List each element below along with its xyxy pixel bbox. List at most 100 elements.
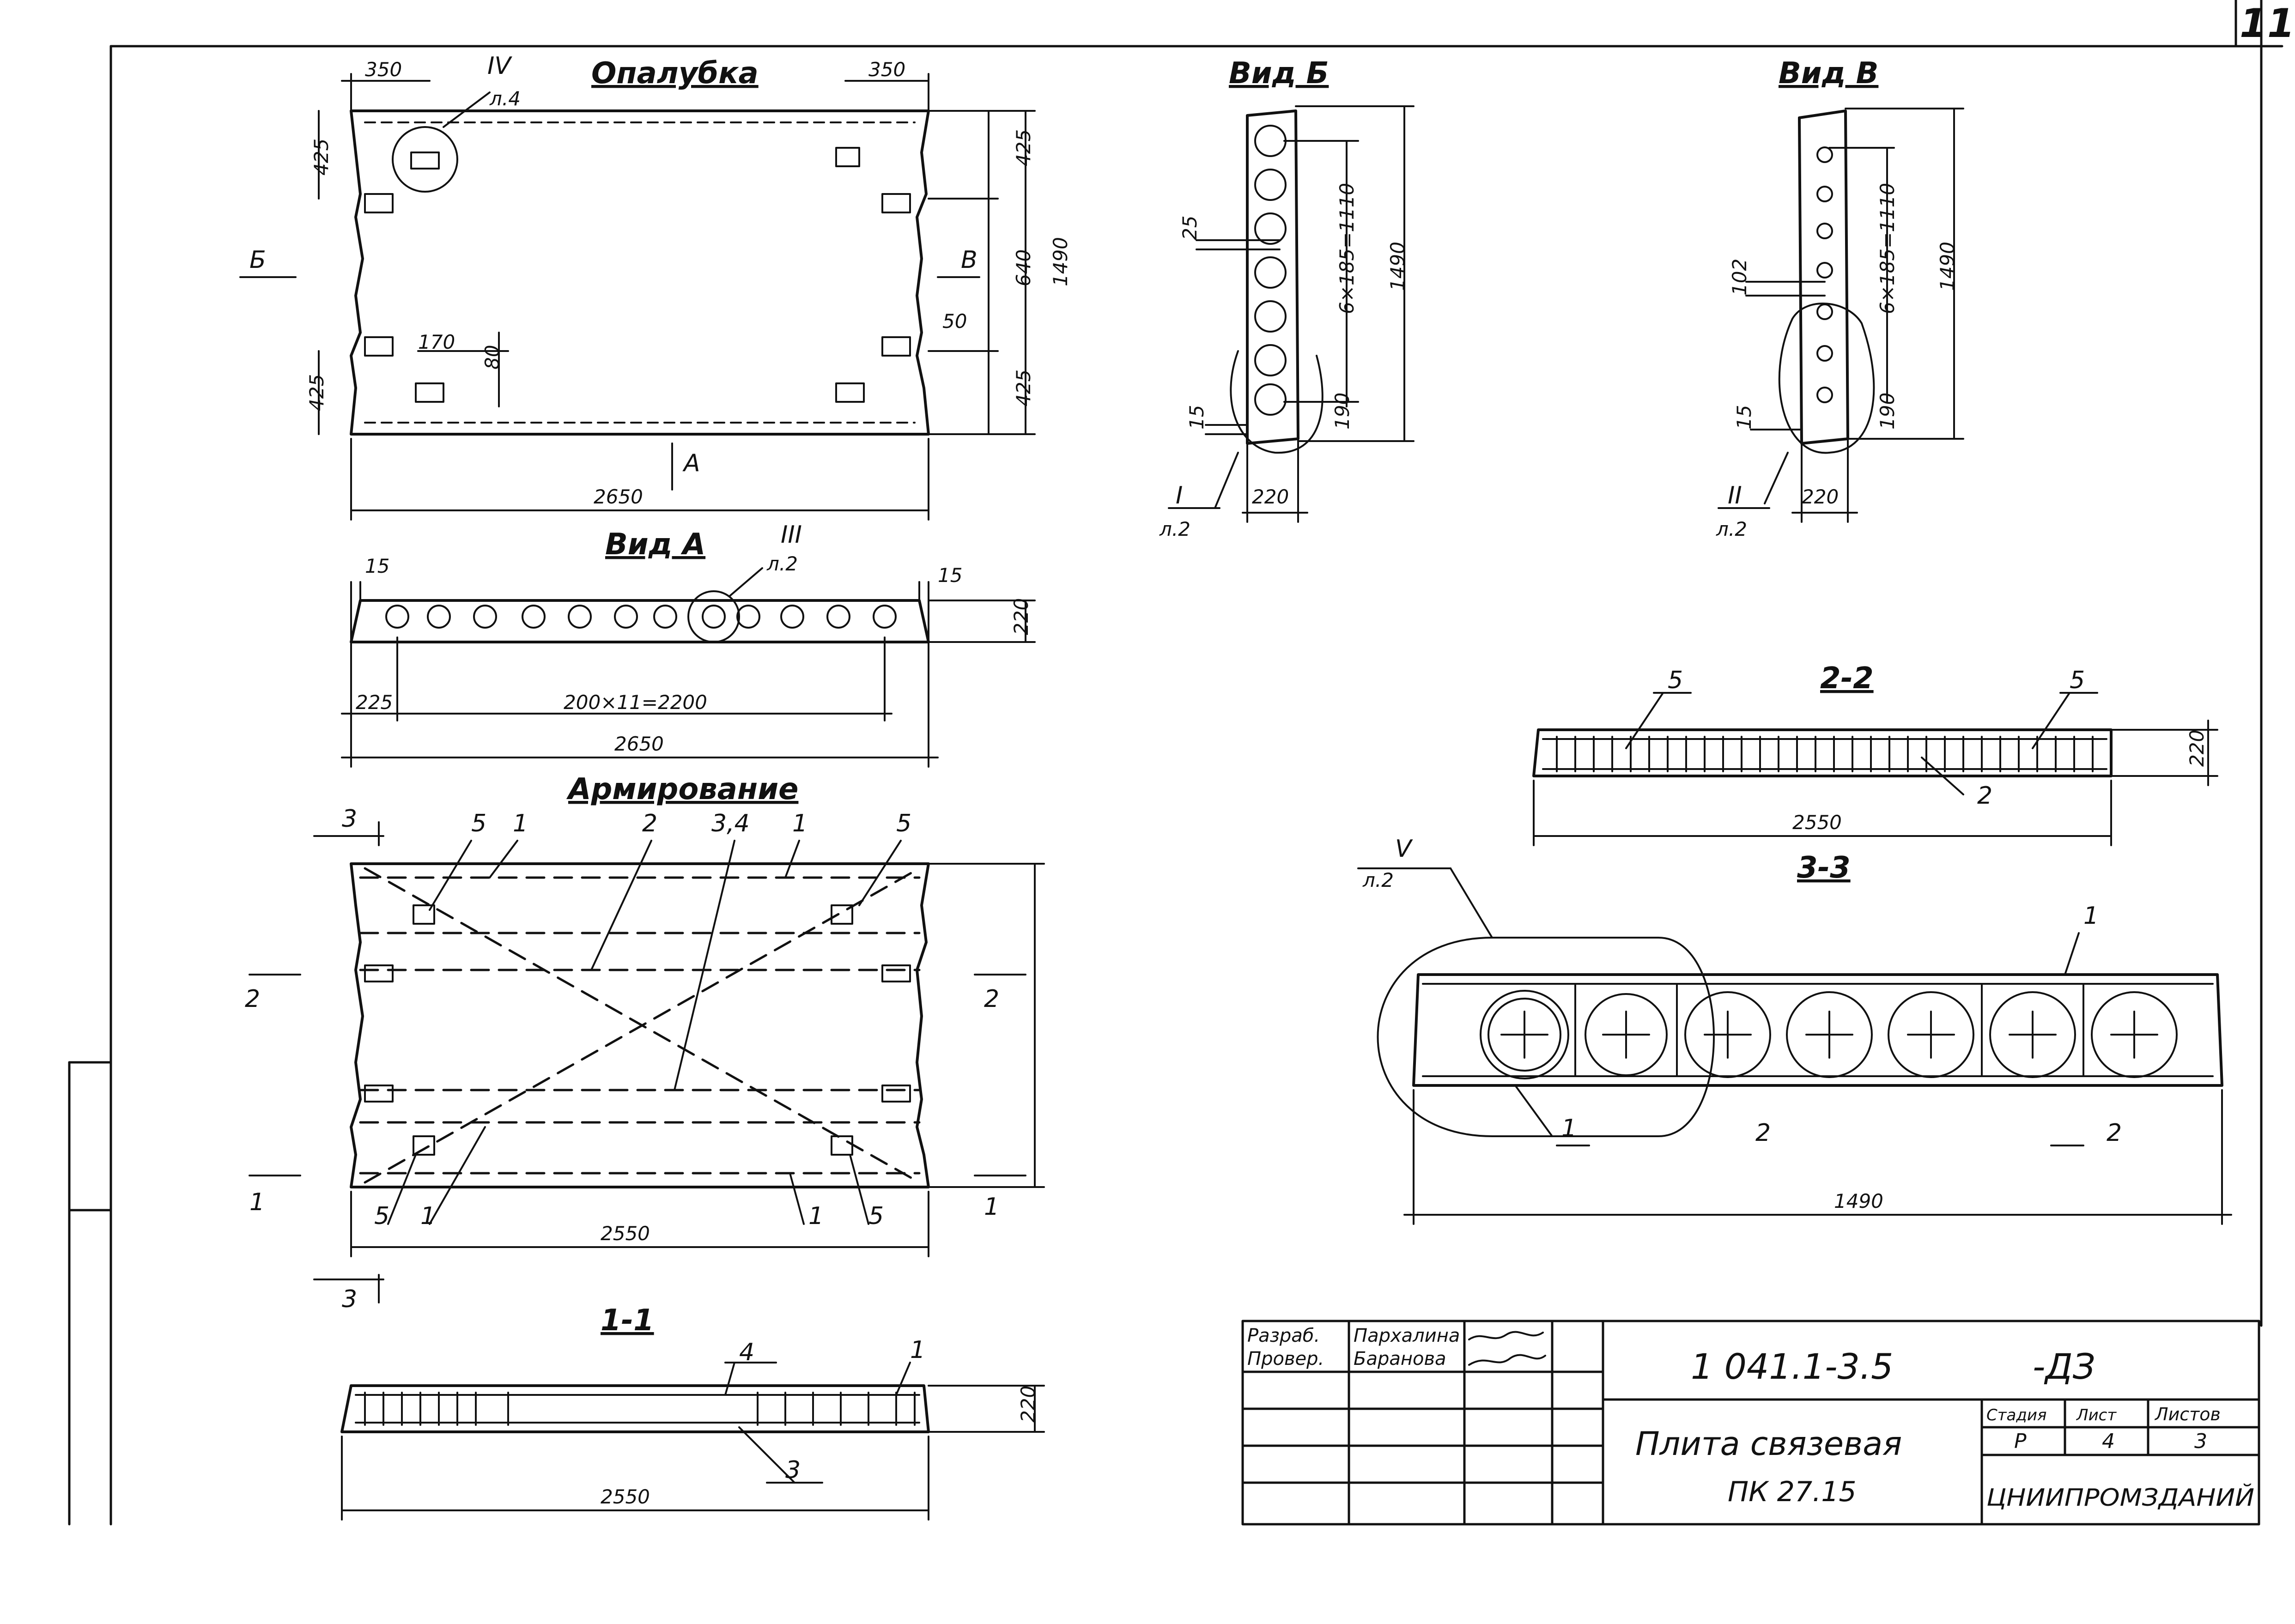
stage-value: Р [2014,1430,2027,1453]
dim-left-top: 425 [310,139,333,176]
rebar-label-2: 1 [513,810,528,837]
sheet-value: 4 [2102,1430,2115,1453]
section-1-1: 1-1 4 1 3 [340,1303,1045,1521]
product-title: Плита связевая [1635,1425,1902,1463]
view-a-edge-right: 15 [938,564,962,587]
dim-right-bottom: 425 [1012,370,1035,406]
view-v-width: 220 [1802,485,1839,508]
view-v-total: 1490 [1936,242,1959,291]
document-code: 1 041.1-3.5 [1691,1346,1893,1387]
product-mark: ПК 27.15 [1728,1476,1857,1508]
view-a-width: 2650 [614,733,664,755]
rebar-label-1: 5 [471,810,486,837]
rebar-label-6: 5 [896,810,911,837]
document-suffix: -ДЗ [2033,1346,2095,1387]
view-b-title: Вид Б [1229,56,1329,91]
view-a-title: Вид А [605,527,705,562]
signature-1 [1468,1331,1544,1340]
formwork-callout: IV [487,52,512,80]
view-v-dim-a: 102 [1728,259,1751,296]
signature-2 [1468,1354,1546,1366]
sheets-value: 3 [2194,1430,2207,1453]
view-a-pitch: 200×11=2200 [564,691,707,714]
section-3-3-label-2-right: 2 [2107,1119,2122,1147]
reinforcement-plan: Армирование [245,772,1045,1313]
view-b: Вид Б 25 6×185=1110 1 [1159,56,1415,540]
view-v-pitch: 6×185=1110 [1876,183,1899,314]
view-marker-v: В [961,246,978,274]
reinforcement-title: Армирование [566,772,798,806]
section-1-1-label-1: 1 [910,1336,925,1364]
view-b-total: 1490 [1386,242,1409,291]
section-1-1-label-3: 3 [785,1456,801,1484]
view-a-edge-left: 15 [365,555,389,577]
sheet-number: 11 [2240,0,2295,47]
dim-gap: 50 [942,310,967,333]
dim-formwork-width: 2650 [594,485,643,508]
section-1-1-label-4: 4 [739,1339,754,1366]
view-b-callout-sheet: л.2 [1159,518,1190,540]
formwork-callout-sheet: л.4 [489,87,521,110]
section-1-1-width: 2550 [601,1485,650,1508]
section-marker-3-top: 3 [342,805,357,833]
dim-right-total: 1490 [1049,237,1072,286]
view-v-title: Вид В [1779,56,1878,91]
view-a-offset: 225 [356,691,393,714]
view-v-callout: II [1728,482,1742,509]
view-b-dim-b: 15 [1185,405,1208,430]
section-3-3: 3-3 [1357,835,2232,1225]
view-b-pitch: 6×185=1110 [1336,183,1358,314]
rebar-label-8: 1 [420,1202,436,1230]
name-checker: Баранова [1354,1348,1446,1369]
rebar-label-3: 2 [642,810,657,837]
view-a-callout-sheet: л.2 [766,552,798,575]
title-block: Разраб. Провер. Пархалина Баранова 1 041… [1241,1320,2260,1526]
section-2-2-label-5-right: 5 [2070,667,2085,694]
section-2-2-height: 220 [2186,730,2208,767]
formwork-title: Опалубка [591,56,759,91]
organization: ЦНИИПРОМЗДАНИЙ [1986,1484,2254,1512]
reinforcement-width: 2550 [601,1222,650,1245]
rebar-label-5: 1 [792,810,808,837]
sheet-header: Лист [2076,1406,2117,1424]
section-2-2-label-5-left: 5 [1668,667,1683,694]
role-checker: Провер. [1247,1348,1324,1369]
view-b-dim-c: 190 [1331,393,1354,430]
section-3-3-label-2-left: 2 [1755,1119,1771,1147]
view-v-dim-c: 190 [1876,393,1899,430]
sheets-header: Листов [2154,1404,2221,1424]
sheet-frame [68,0,2283,1526]
dim-top-left: 350 [365,58,402,81]
view-marker-a: А [682,449,700,477]
section-2-2: 2-2 [1532,661,2218,846]
section-1-1-title: 1-1 [601,1303,654,1338]
rebar-label-7: 5 [374,1202,389,1230]
section-2-2-width: 2550 [1792,811,1842,834]
view-b-callout: I [1176,482,1183,509]
role-developer: Разраб. [1247,1325,1320,1346]
section-marker-2-right: 2 [984,985,999,1013]
section-3-3-label-1-bottom: 1 [1561,1115,1577,1142]
rebar-label-10: 5 [868,1202,884,1230]
dim-top-right: 350 [868,58,905,81]
view-a-callout: III [781,521,802,549]
view-v: Вид В 102 6×185=1110 1490 15 [1716,56,1964,540]
section-3-3-callout: V [1395,835,1413,863]
dim-slot-width: 170 [418,331,455,353]
view-a: Вид А 15 15 III л.2 [341,521,1036,768]
view-b-width: 220 [1252,485,1289,508]
dim-left-bottom: 425 [305,374,328,411]
view-a-height: 220 [1010,598,1032,635]
section-3-3-title: 3-3 [1797,851,1851,885]
formwork-plan-view: Опалубка [239,52,1072,521]
section-3-3-width: 1490 [1834,1190,1883,1212]
rebar-label-4: 3,4 [711,810,750,837]
section-3-3-label-1-top: 1 [2083,902,2099,930]
view-marker-b: Б [249,246,266,274]
section-marker-1-right: 1 [984,1193,999,1221]
view-b-dim-a: 25 [1178,216,1201,240]
section-marker-1-left: 1 [249,1188,265,1216]
section-3-3-callout-sheet: л.2 [1362,869,1394,891]
view-v-dim-b: 15 [1733,405,1755,430]
